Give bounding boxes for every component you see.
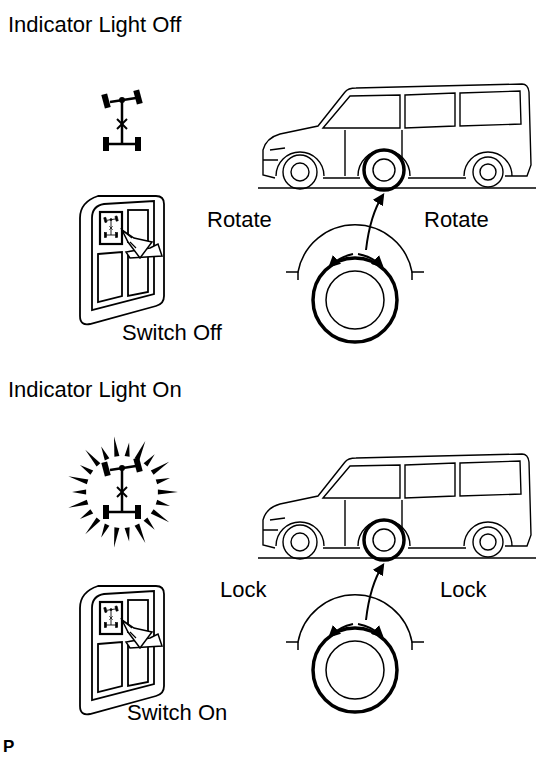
- glow-ray: [72, 490, 86, 495]
- glow-ray: [144, 454, 155, 466]
- glow-ray: [80, 465, 93, 475]
- glow-ray: [101, 524, 109, 538]
- glow-ray: [114, 437, 119, 457]
- switch-label: Switch On: [127, 700, 227, 726]
- glow-ray: [151, 509, 169, 522]
- wheel-state: Lock: [440, 577, 486, 603]
- glow-ray: [135, 441, 146, 460]
- glow-ray: [85, 450, 100, 467]
- glow-rays: [68, 437, 178, 548]
- heading: Indicator Light Off: [8, 12, 181, 38]
- glow-ray: [135, 524, 146, 543]
- glow-ray: [151, 462, 169, 475]
- glow-ray: [156, 478, 170, 484]
- glow-ray: [85, 518, 100, 535]
- glow-ray: [125, 443, 130, 457]
- glow-ray: [101, 447, 109, 461]
- wheel-state: Rotate: [424, 207, 489, 233]
- glow-ray: [144, 518, 155, 530]
- glow-ray: [125, 527, 130, 541]
- glow-ray: [114, 527, 119, 547]
- glow-ray: [158, 490, 178, 495]
- glow-ray: [156, 500, 170, 506]
- page-mark: P: [3, 737, 14, 757]
- wheel-state: Lock: [220, 577, 266, 603]
- wheel-state: Rotate: [207, 207, 272, 233]
- switch-label: Switch Off: [122, 320, 222, 346]
- glow-ray: [68, 500, 88, 508]
- glow-ray: [80, 509, 93, 519]
- glow-ray: [68, 476, 88, 484]
- heading: Indicator Light On: [8, 377, 182, 403]
